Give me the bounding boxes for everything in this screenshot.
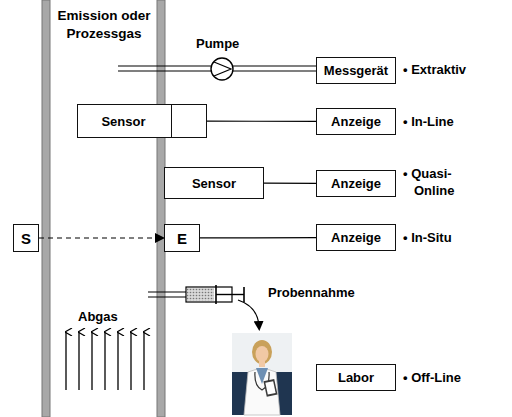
source-box: S — [13, 224, 39, 252]
wall — [42, 0, 50, 417]
node-text: Messgerät — [324, 63, 388, 78]
exhaust-label: Abgas — [78, 309, 138, 326]
node-text: Anzeige — [331, 114, 381, 129]
display-box: Anzeige — [316, 170, 396, 197]
doctor-illustration — [232, 333, 292, 415]
node-text: Labor — [338, 370, 374, 385]
exhaust-arrows — [66, 332, 144, 390]
node-text: S — [21, 230, 31, 247]
method-label: • Off-Line — [403, 370, 508, 387]
instrument-box: Messgerät — [316, 57, 396, 84]
node-text: E — [177, 230, 187, 247]
receiver-box: E — [164, 224, 200, 252]
sampling-label: Probennahme — [268, 285, 378, 302]
medium-heading: Emission oder Prozessgas — [52, 7, 156, 42]
method-label: • In-Line — [403, 114, 508, 131]
method-label: • Extraktiv — [403, 62, 508, 79]
syringe-symbol — [148, 285, 259, 326]
lab-box: Labor — [316, 364, 396, 391]
display-box: Anzeige — [316, 108, 396, 135]
node-text: Sensor — [192, 176, 236, 191]
node-text: Anzeige — [331, 176, 381, 191]
sensor-box: Sensor — [164, 167, 264, 199]
pump-label: Pumpe — [196, 36, 256, 53]
display-box: Anzeige — [316, 224, 396, 251]
inline-sensor-box: Sensor — [77, 104, 207, 138]
connector-line — [264, 183, 316, 184]
connector-line — [39, 237, 164, 238]
sensor-divider — [171, 105, 172, 137]
connector-line — [207, 121, 316, 122]
pump-symbol — [211, 58, 233, 80]
method-label: • Quasi-Online — [403, 166, 475, 200]
node-text: Sensor — [101, 114, 145, 129]
connector-line — [200, 237, 316, 239]
node-text: Anzeige — [331, 230, 381, 245]
wall — [157, 0, 165, 417]
method-label: • In-Situ — [403, 230, 508, 247]
